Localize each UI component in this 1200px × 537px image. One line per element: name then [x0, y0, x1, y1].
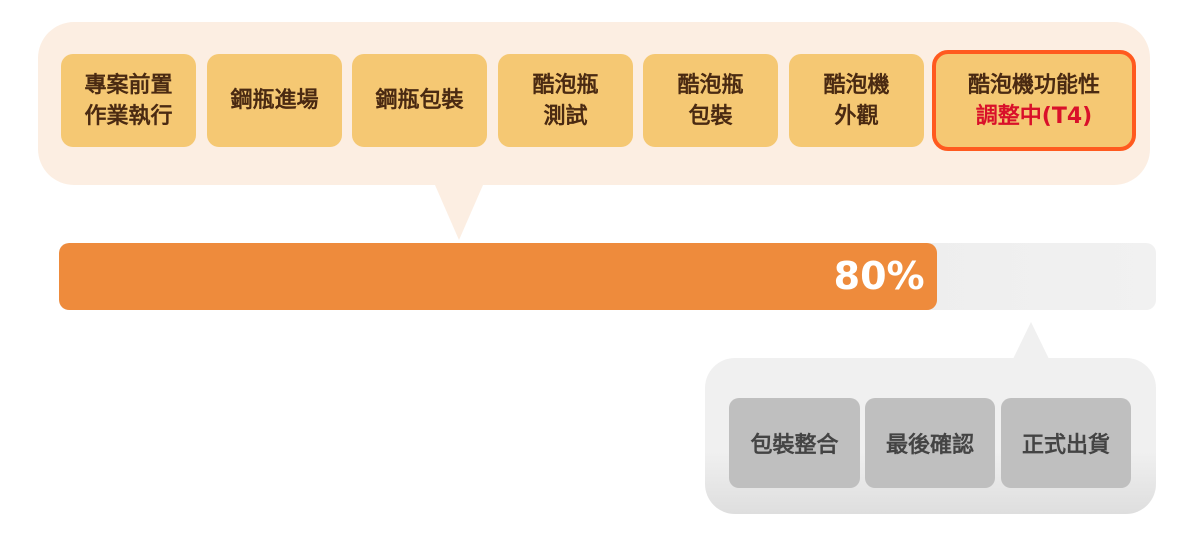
- step-machine-appearance: 酷泡機 外觀: [789, 54, 924, 147]
- step-cylinder-packing: 鋼瓶包裝: [352, 54, 487, 147]
- completed-pointer: [435, 185, 483, 240]
- step-final-confirmation: 最後確認: [865, 398, 995, 488]
- step-label: 酷泡瓶: [677, 72, 744, 98]
- progress-percent: 80%: [833, 254, 925, 298]
- progress-fill: 80%: [59, 243, 937, 310]
- step-label: 外觀: [834, 103, 879, 129]
- step-label: 最後確認: [885, 433, 974, 458]
- step-label: 鋼瓶包裝: [375, 88, 464, 113]
- step-label: 包裝: [688, 103, 733, 129]
- upcoming-pointer: [1013, 322, 1049, 359]
- step-label: 專案前置: [84, 72, 173, 98]
- step-label: 酷泡機功能性: [967, 72, 1100, 98]
- step-label: 正式出貨: [1021, 433, 1110, 458]
- step-packaging-integration: 包裝整合: [729, 398, 860, 488]
- step-current-function-tuning: 酷泡機功能性 調整中(T4): [932, 50, 1136, 151]
- step-label: 包裝整合: [750, 433, 839, 458]
- step-label: 酷泡機: [823, 72, 890, 98]
- step-bottle-packing: 酷泡瓶 包裝: [643, 54, 778, 147]
- step-label: 作業執行: [84, 103, 173, 129]
- progress-bar: 80%: [59, 243, 1156, 310]
- step-project-prep: 專案前置 作業執行: [61, 54, 196, 147]
- step-label: 測試: [543, 103, 588, 129]
- step-bottle-test: 酷泡瓶 測試: [498, 54, 633, 147]
- step-label: 酷泡瓶: [532, 72, 599, 98]
- status-label: 調整中(T4): [975, 103, 1093, 129]
- step-label: 鋼瓶進場: [230, 88, 319, 113]
- step-cylinder-arrival: 鋼瓶進場: [207, 54, 342, 147]
- step-official-shipment: 正式出貨: [1001, 398, 1131, 488]
